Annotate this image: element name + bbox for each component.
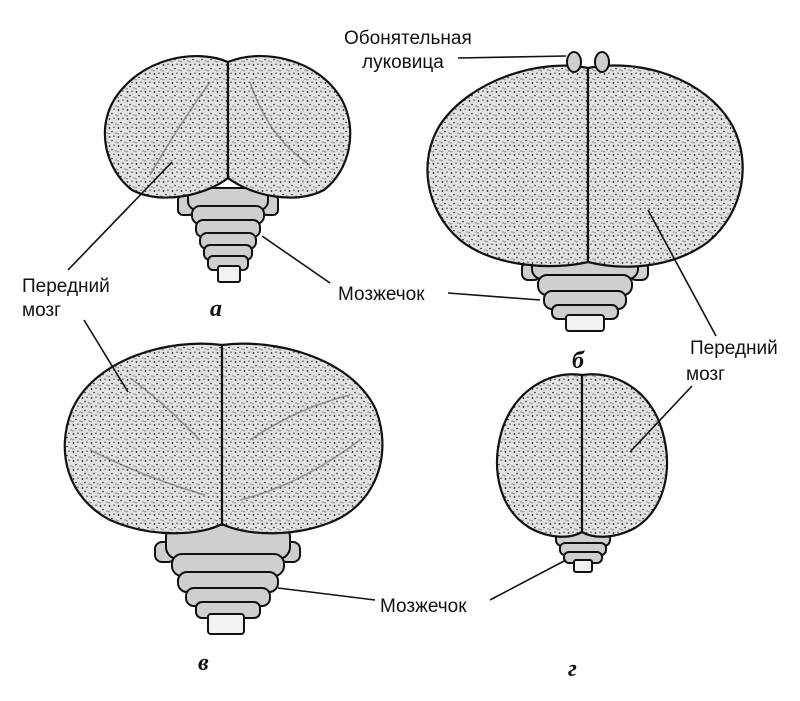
label-olfactory-bulb-line1: Обонятельная [344,28,472,49]
leader-cerebellum-bottom-g [489,559,567,601]
panel-letter-a: а [210,296,222,322]
forebrain-a [103,55,352,199]
brain-v [63,342,384,635]
forebrain-v [63,342,384,535]
leader-forebrain-right-g [629,385,693,453]
cerebellum-v [154,524,301,635]
forebrain-g [495,373,669,538]
panel-letter-g: г [568,656,577,682]
brain-g [495,373,669,573]
olfactory-bulbs-b [566,51,610,73]
brain-b [426,51,744,332]
cerebellum-g [555,531,611,573]
brain-a [103,55,352,283]
panel-letter-b: б [572,348,585,374]
leader-forebrain-right-b [647,209,717,337]
cerebellum-a [177,187,279,283]
forebrain-b [426,64,744,268]
label-forebrain-left-line1: Передний [22,276,110,297]
label-olfactory-bulb-line2: луковица [362,52,444,73]
leader-olfactory-bulb [457,55,567,59]
leader-cerebellum-bottom-v [277,587,376,601]
leader-cerebellum-top-b [447,292,541,301]
label-cerebellum-top: Мозжечок [338,284,425,305]
leader-forebrain-left-v [83,319,129,393]
label-forebrain-left-line2: мозг [22,300,61,321]
label-forebrain-right-line1: Передний [690,338,778,359]
leader-cerebellum-top-a [261,235,331,284]
panel-letter-v: в [198,650,209,676]
label-cerebellum-bottom: Мозжечок [380,596,467,617]
label-forebrain-right-line2: мозг [686,364,725,385]
leader-forebrain-left-a [67,161,173,271]
